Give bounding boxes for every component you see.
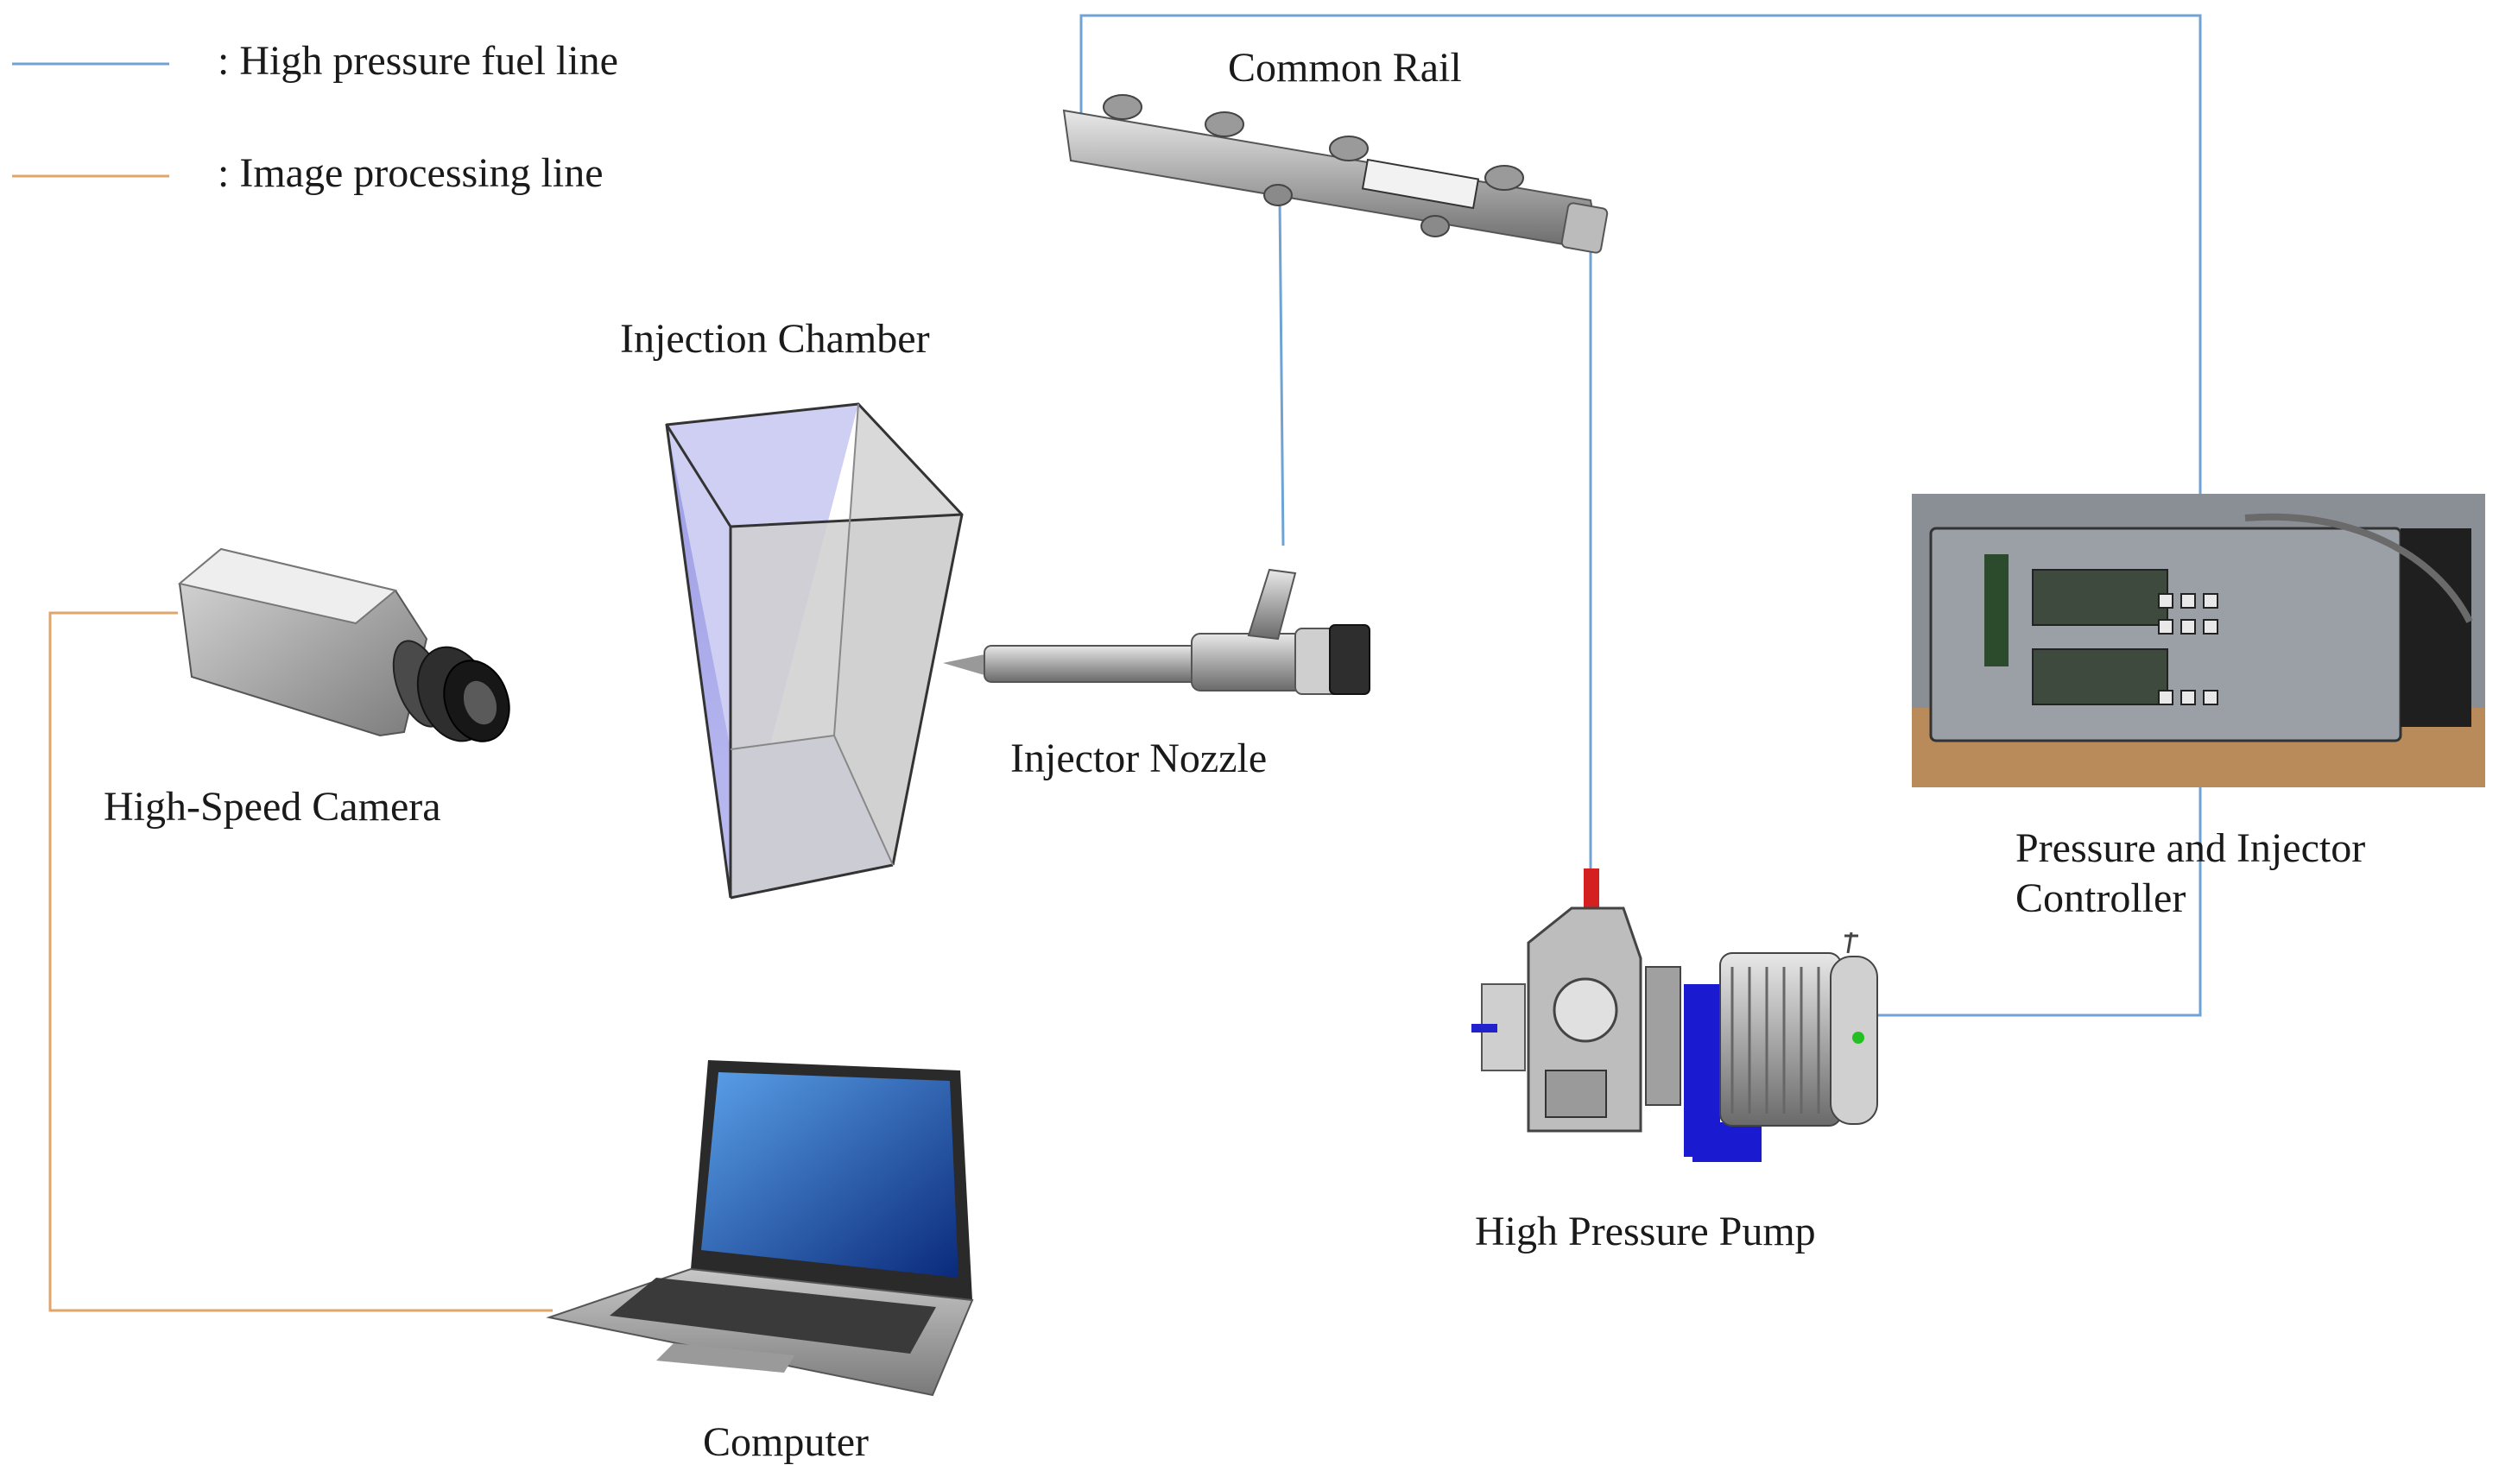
fuel-line-controller-to-pump <box>1874 777 2202 1017</box>
legend-image-line-label: : Image processing line <box>218 150 604 196</box>
high-speed-camera-label: High-Speed Camera <box>104 784 441 830</box>
pressure-injector-controller-image <box>1912 494 2485 787</box>
computer-image <box>546 1060 974 1397</box>
fuel-line-network <box>1079 14 2202 1017</box>
injector-nozzle-image <box>943 568 1370 695</box>
high-pressure-pump-label: High Pressure Pump <box>1475 1209 1816 1254</box>
injection-chamber-image <box>665 402 964 900</box>
injection-chamber-label: Injection Chamber <box>620 316 930 362</box>
legend-fuel-line-label: : High pressure fuel line <box>218 38 618 84</box>
high-pressure-pump-image <box>1471 868 1878 1162</box>
common-rail-label: Common Rail <box>1228 45 1462 91</box>
injector-nozzle-label: Injector Nozzle <box>1010 736 1268 781</box>
fuel-line-rail-to-injector <box>1278 199 1285 546</box>
high-speed-camera-image <box>177 547 510 742</box>
computer-label: Computer <box>703 1419 869 1465</box>
image-processing-line <box>48 611 553 1312</box>
common-rail-image <box>1062 94 1609 254</box>
fuel-line-rail-to-controller <box>1079 14 2202 501</box>
controller-label: Pressure and Injector Controller <box>2015 825 2366 921</box>
